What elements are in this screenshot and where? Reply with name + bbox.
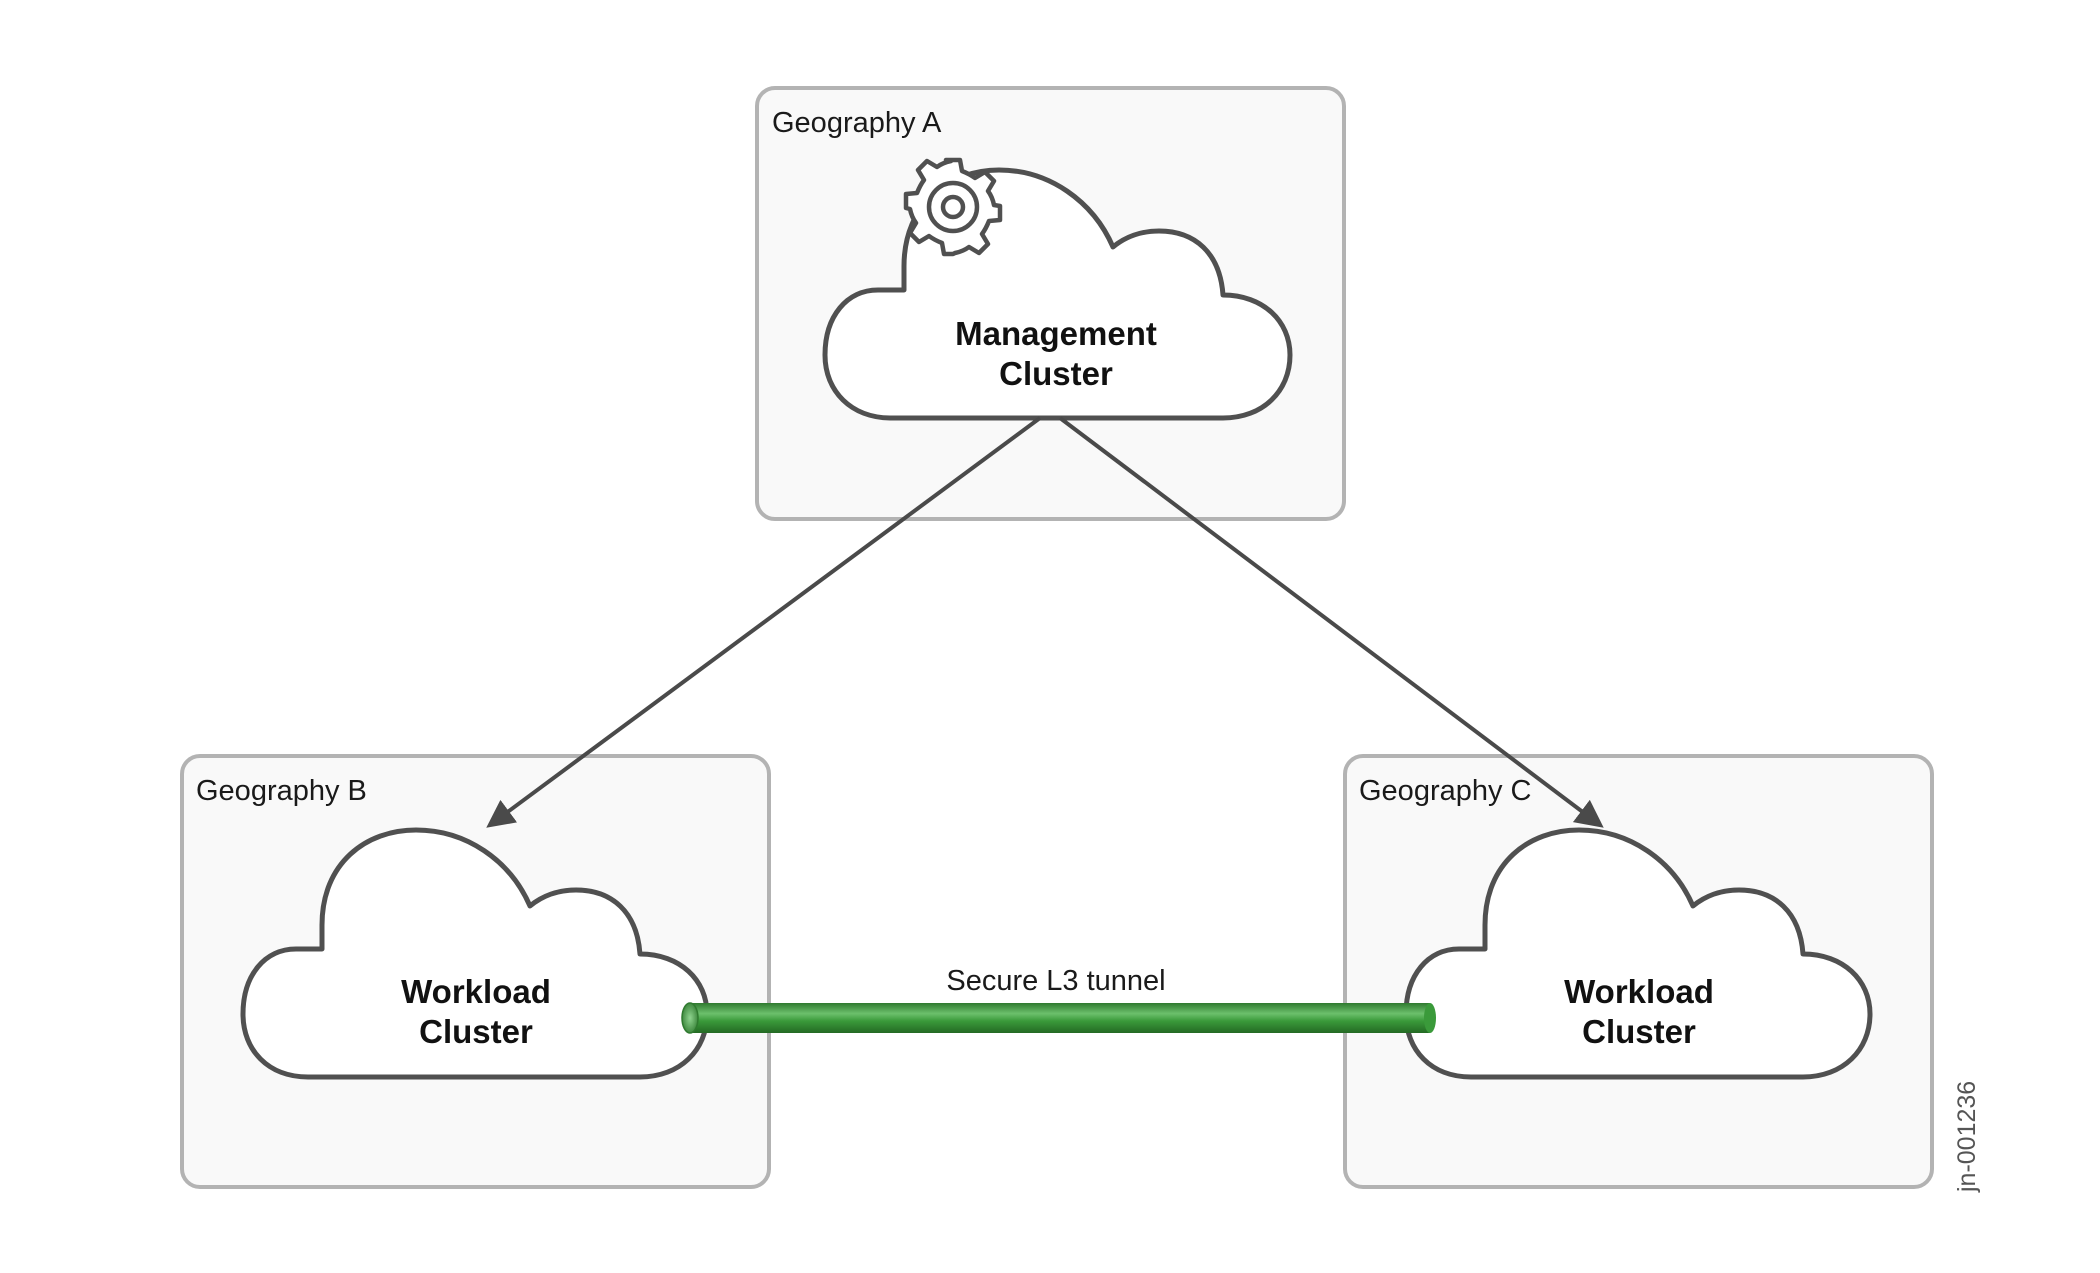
tunnel-label: Secure L3 tunnel <box>946 965 1165 997</box>
management-cluster-label-line2: Cluster <box>999 355 1113 392</box>
workload-cluster-c-label-line2: Cluster <box>1582 1013 1696 1050</box>
workload-cluster-b-label-line1: Workload <box>401 973 551 1010</box>
tunnel-end-cap-right <box>1424 1003 1436 1033</box>
workload-cluster-b-label-line2: Cluster <box>419 1013 533 1050</box>
geography-a-label: Geography A <box>772 107 942 139</box>
arrow-to-workload-c <box>1058 416 1604 828</box>
geography-b-label: Geography B <box>196 775 367 807</box>
arrow-to-workload-b <box>486 416 1042 828</box>
gear-icon <box>903 157 1003 257</box>
secure-l3-tunnel: Secure L3 tunnel <box>681 965 1436 1034</box>
workload-cluster-c-label-line1: Workload <box>1564 973 1714 1010</box>
management-cluster-label-line1: Management <box>955 315 1157 352</box>
document-id: jn-001236 <box>1953 1081 1981 1193</box>
tunnel-end-cap-left <box>681 1002 699 1034</box>
workload-cluster-b-cloud: Workload Cluster <box>240 827 710 1080</box>
workload-cluster-c-cloud: Workload Cluster <box>1403 827 1873 1080</box>
geography-c-label: Geography C <box>1359 775 1532 807</box>
